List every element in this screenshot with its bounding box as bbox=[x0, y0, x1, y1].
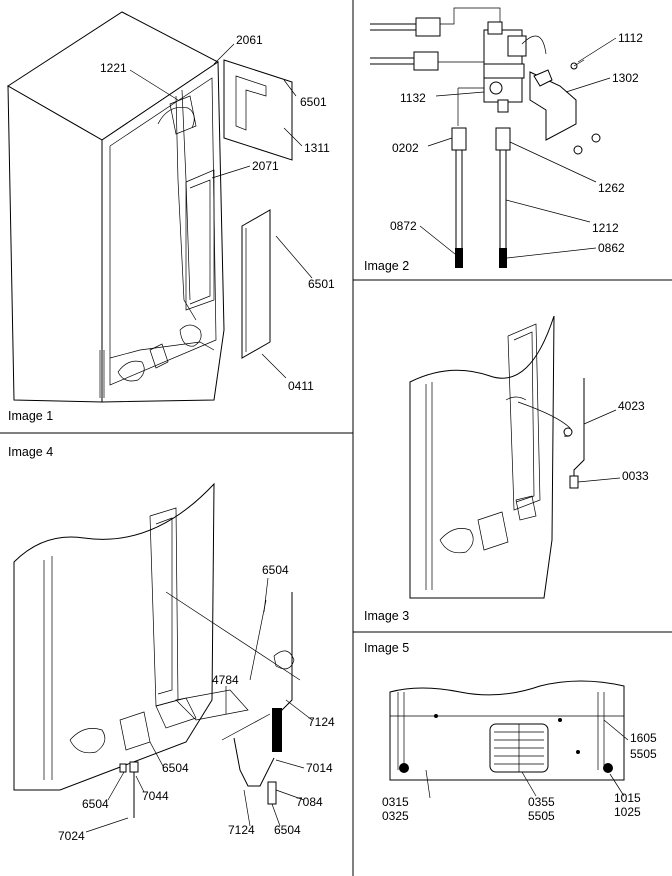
callout-7084: 7084 bbox=[296, 795, 323, 809]
callout-6504-left: 6504 bbox=[82, 797, 109, 811]
callout-1212: 1212 bbox=[592, 221, 619, 235]
callout-7124-right: 7124 bbox=[308, 715, 335, 729]
image-4-caption: Image 4 bbox=[8, 445, 53, 459]
panel-image-5: 1605 5505 0315 0325 0355 5505 1015 1025 … bbox=[364, 641, 657, 823]
water-line-4023 bbox=[517, 378, 585, 489]
callout-6501-top: 6501 bbox=[300, 95, 327, 109]
callout-0315: 0315 bbox=[382, 795, 409, 809]
refrigerator-rear-detail-view bbox=[13, 482, 301, 791]
callout-1015: 1015 bbox=[614, 791, 641, 805]
callout-0355: 0355 bbox=[528, 795, 555, 809]
callout-6504-bottom: 6504 bbox=[274, 823, 301, 837]
callout-7024: 7024 bbox=[58, 829, 85, 843]
callout-7014: 7014 bbox=[306, 761, 333, 775]
callout-6501-side: 6501 bbox=[308, 277, 335, 291]
panel-image-4: 6504 4784 7124 6504 7014 6504 7044 7084 … bbox=[8, 445, 335, 843]
callout-1311: 1311 bbox=[304, 141, 330, 155]
panel-image-3: 4023 0033 Image 3 bbox=[364, 315, 649, 623]
callout-4784: 4784 bbox=[212, 673, 239, 687]
panel-image-2: 1112 1302 1132 0202 1262 1212 0872 0862 … bbox=[364, 7, 643, 273]
callout-1605: 1605 bbox=[630, 731, 657, 745]
rear-cover-panel bbox=[241, 209, 271, 359]
bracket-screw-icon bbox=[573, 133, 601, 155]
image-1-caption: Image 1 bbox=[8, 409, 53, 423]
callout-1132: 1132 bbox=[400, 91, 426, 105]
callout-1221: 1221 bbox=[100, 61, 127, 75]
condenser-fan-grille bbox=[489, 723, 549, 773]
callout-0033: 0033 bbox=[622, 469, 649, 483]
image-1-leaders bbox=[129, 43, 313, 379]
callout-1025: 1025 bbox=[614, 805, 641, 819]
refrigerator-rear-view bbox=[7, 11, 225, 403]
image-3-leaders bbox=[577, 409, 621, 483]
callout-2061: 2061 bbox=[236, 33, 263, 47]
callout-0862: 0862 bbox=[598, 241, 625, 255]
callout-7044: 7044 bbox=[142, 789, 169, 803]
water-valve-assembly bbox=[370, 7, 601, 268]
refrigerator-rear-lower-view bbox=[409, 315, 555, 599]
callout-0202: 0202 bbox=[392, 141, 419, 155]
image-5-leaders bbox=[425, 719, 629, 799]
access-cover-panel bbox=[223, 59, 293, 161]
image-2-leaders bbox=[419, 37, 617, 259]
image-3-caption: Image 3 bbox=[364, 609, 409, 623]
image-4-leaders bbox=[85, 577, 313, 833]
image-5-caption: Image 5 bbox=[364, 641, 409, 655]
callout-1112: 1112 bbox=[618, 31, 643, 45]
callout-0411: 0411 bbox=[288, 379, 314, 393]
callout-6504-top: 6504 bbox=[262, 563, 289, 577]
callout-4023: 4023 bbox=[618, 399, 645, 413]
screw-1112-icon bbox=[570, 59, 585, 70]
callout-5505-center: 5505 bbox=[528, 809, 555, 823]
callout-1262: 1262 bbox=[598, 181, 625, 195]
callout-6504-middle: 6504 bbox=[162, 761, 189, 775]
callout-7124-bottom: 7124 bbox=[228, 823, 255, 837]
callout-0872: 0872 bbox=[390, 219, 417, 233]
callout-1302: 1302 bbox=[612, 71, 639, 85]
callout-5505-right: 5505 bbox=[630, 747, 657, 761]
callout-2071: 2071 bbox=[252, 159, 279, 173]
image-2-caption: Image 2 bbox=[364, 259, 409, 273]
callout-0325: 0325 bbox=[382, 809, 409, 823]
panel-image-1: 2061 1221 6501 1311 2071 6501 0411 Image… bbox=[7, 11, 335, 423]
